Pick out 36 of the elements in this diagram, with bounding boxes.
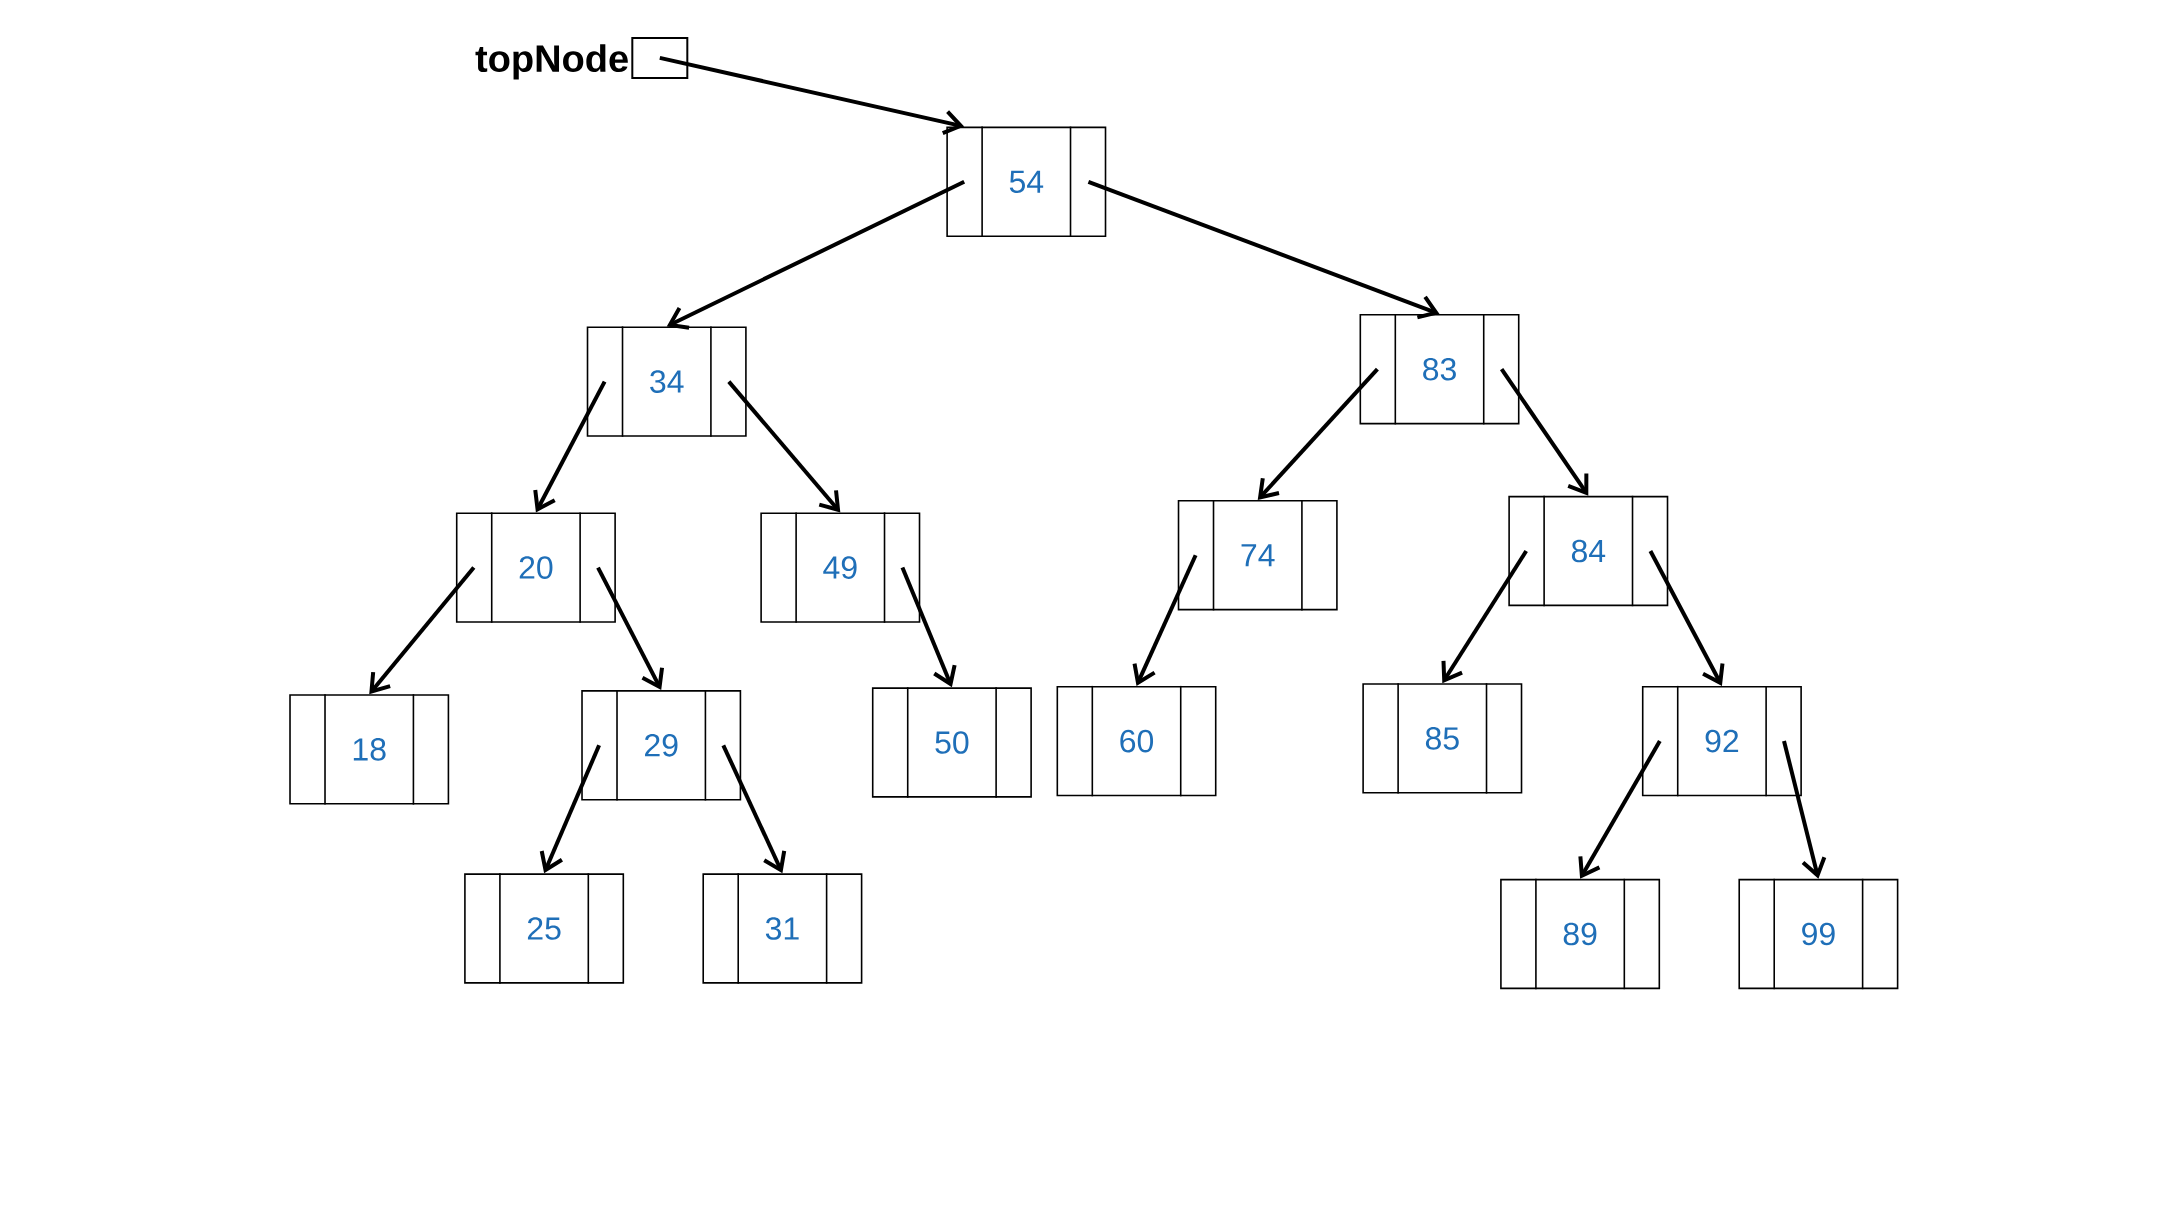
arrow [1087,179,1440,320]
tree-node-box: 31 [702,872,863,985]
arrow [1578,740,1662,879]
arrow [1257,367,1379,500]
arrow [1132,554,1198,686]
tree-node-box: 85 [1362,682,1523,795]
arrow [596,566,664,691]
arrow [666,180,966,330]
tree-node-box: 99 [1738,878,1899,990]
tree-node-box: 34 [586,325,747,438]
tree-node-box: 89 [1500,878,1661,990]
arrow [533,380,607,513]
tree-node-box: 83 [1359,313,1520,426]
arrow [1782,740,1827,879]
pointer-label: topNode [475,44,628,80]
tree-node-box: 54 [946,125,1107,238]
tree-node-box: 92 [1641,685,1802,798]
arrow [659,55,965,135]
arrow [721,744,787,874]
tree-node-box: 18 [289,693,450,806]
tree-node-box: 25 [464,872,625,985]
arrow [1499,368,1589,496]
arrow [1648,550,1725,686]
tree-node-box: 20 [455,511,616,624]
arrow [1441,549,1528,684]
arrow [727,380,841,513]
pointer-box [631,36,689,79]
tree-node-box: 50 [871,686,1032,799]
tree-node-box: 29 [581,689,742,802]
arrow [369,566,476,695]
arrow [900,566,957,688]
tree-node-box: 74 [1177,499,1338,612]
tree-node-box: 60 [1056,685,1217,798]
arrow [539,744,601,874]
tree-node-box: 84 [1508,495,1669,607]
tree-node-box: 49 [760,511,921,624]
